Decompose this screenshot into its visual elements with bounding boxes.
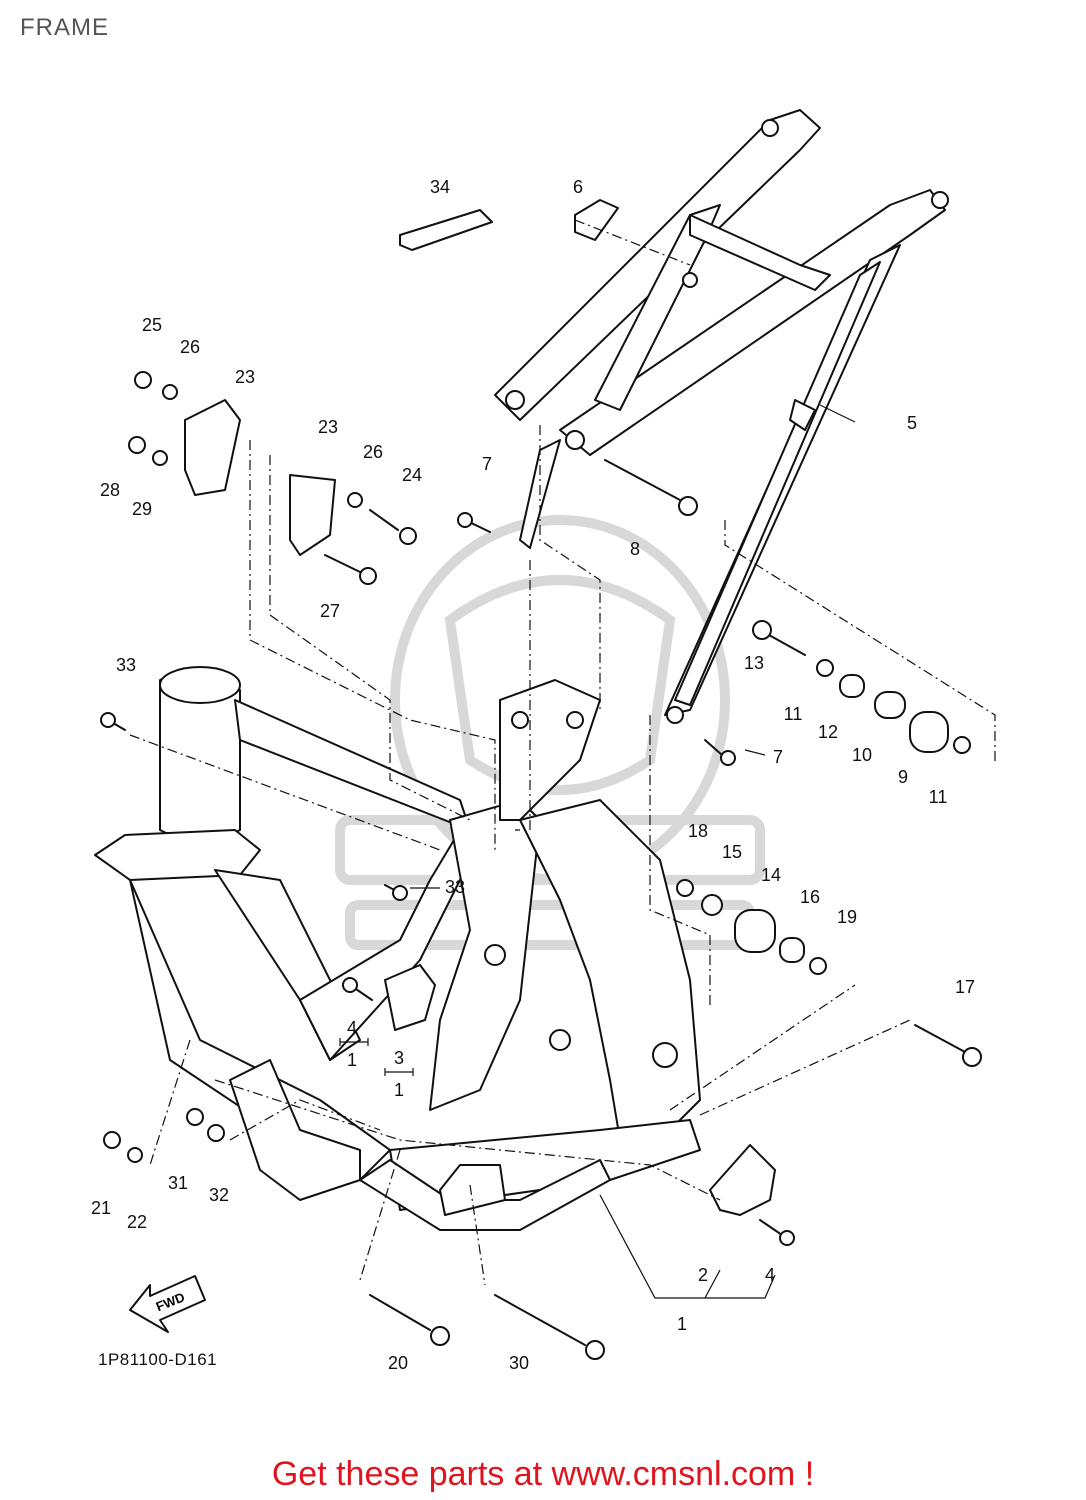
callout-26: 26 [180,337,200,357]
promo-link[interactable]: Get these parts at www.cmsnl.com ! [271,1455,815,1493]
callout-33: 33 [116,655,136,675]
callout-2: 2 [698,1265,708,1285]
callout-8: 8 [630,539,640,559]
nuts-washers-collars [103,371,971,1163]
callout-14: 14 [761,865,781,885]
part-23-plate-upper [184,399,241,496]
part-34-bracket [399,209,493,251]
bolts [100,459,982,1360]
fwd-arrow-icon: FWD [129,1275,206,1333]
callout-17: 17 [955,977,975,997]
callout-5: 5 [907,413,917,433]
callout-25: 25 [142,315,162,335]
callout-6: 6 [573,177,583,197]
callout-32: 32 [209,1185,229,1205]
callout-23: 23 [318,417,338,437]
callout-7: 7 [773,747,783,767]
callout-31: 31 [168,1173,188,1193]
callout-10: 10 [852,745,872,765]
page-title: FRAME [20,14,109,41]
callout-13: 13 [744,653,764,673]
callout-15: 15 [722,842,742,862]
callout-9: 9 [898,767,908,787]
callout-21: 21 [91,1198,111,1218]
callout-4: 4 [765,1265,775,1285]
part-2-bracket [709,1144,776,1216]
callout-24: 24 [402,465,422,485]
callout-34: 34 [430,177,450,197]
callout-20: 20 [388,1353,408,1373]
callout-26: 26 [363,442,383,462]
callout-27: 27 [320,601,340,621]
leader-lines [129,219,996,1299]
callout-1: 1 [677,1314,687,1334]
callout-28: 28 [100,480,120,500]
callout-16: 16 [800,887,820,907]
callout-29: 29 [132,499,152,519]
callout-12: 12 [818,722,838,742]
callout-7: 7 [482,454,492,474]
rear-subframe [494,109,949,724]
callout-4: 4 [347,1018,357,1038]
callout-33: 33 [445,877,465,897]
part-3-plate [384,964,436,1031]
callout-18: 18 [688,821,708,841]
callout-3: 3 [394,1048,404,1068]
callout-11: 11 [929,787,948,807]
callout-19: 19 [837,907,857,927]
part-6-block [574,199,619,241]
callout-1: 1 [347,1050,357,1070]
diagram-code: 1P81100-D161 [98,1350,218,1369]
callout-22: 22 [127,1212,147,1232]
callout-11: 11 [784,704,803,724]
callout-23: 23 [235,367,255,387]
part-23-plate-lower [289,474,336,556]
callout-30: 30 [509,1353,529,1373]
callout-1: 1 [394,1080,404,1100]
